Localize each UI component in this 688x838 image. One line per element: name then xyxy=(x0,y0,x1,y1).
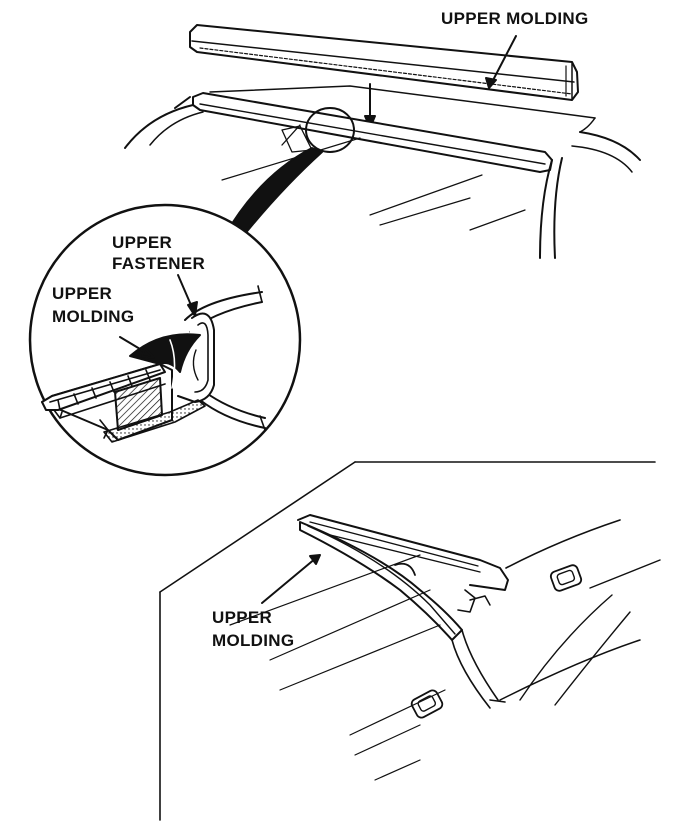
vent-left xyxy=(410,689,444,719)
label-upper-fastener: UPPER FASTENER xyxy=(112,233,205,273)
label-upper-molding-bottom-line2: MOLDING xyxy=(212,631,295,650)
label-upper-molding-detail: UPPER MOLDING xyxy=(52,284,134,326)
bottom-corner-view xyxy=(159,461,661,821)
label-upper-molding-bottom: UPPER MOLDING xyxy=(212,608,294,650)
label-upper-molding-detail-line2: MOLDING xyxy=(52,307,135,326)
label-upper-fastener-line2: FASTENER xyxy=(112,254,206,273)
label-upper-molding-top: UPPER MOLDING xyxy=(441,9,589,28)
label-upper-fastener-line1: UPPER xyxy=(112,233,173,252)
detail-magnified-view xyxy=(28,203,302,477)
label-upper-molding-bottom-line1: UPPER xyxy=(212,608,273,627)
upper-molding-strip xyxy=(189,24,579,101)
vent-right xyxy=(549,564,583,592)
top-windshield-view xyxy=(124,24,641,259)
label-upper-molding-detail-line1: UPPER xyxy=(52,284,113,303)
